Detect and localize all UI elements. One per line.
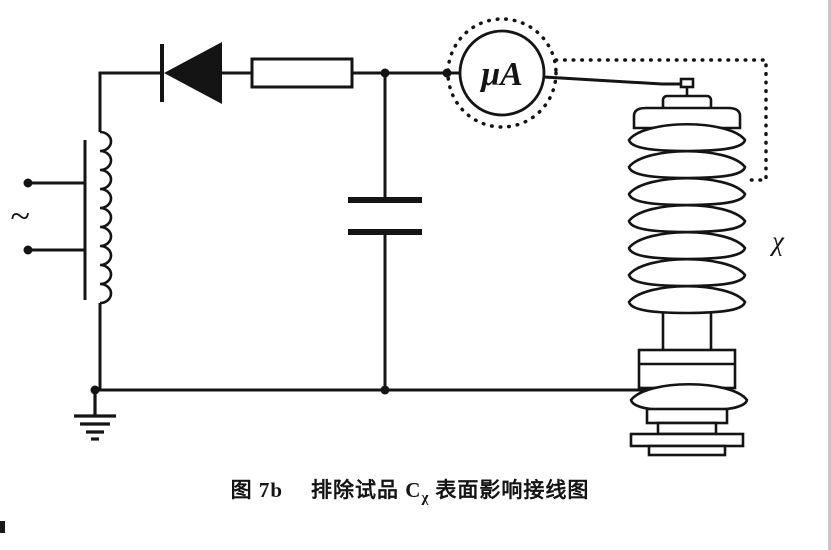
diode-triangle [164,42,222,104]
transformer-symbol [83,130,113,305]
source-terminal-bottom [23,245,33,255]
meter-body [458,29,546,117]
arrester-core-neck [661,308,713,357]
insulator-shed [627,149,747,180]
junction-dot [380,385,390,395]
resistor-symbol [250,57,354,89]
diode-symbol [160,42,222,104]
junction-dot [380,68,390,78]
insulator-shed [627,230,747,261]
wire-secondary-top [98,71,162,132]
arrester-lower-disc [645,407,729,425]
insulator-shed [627,176,747,207]
shield-guard-dotted-lead [554,58,768,182]
figure-number: 图 7b [230,478,284,502]
ac-source-symbol: ~ [10,178,33,255]
arrester-flange-box [637,348,737,390]
arrester-top-pin [679,77,695,89]
arrester-base-plate [647,444,727,457]
ground-symbol [74,390,116,441]
wire-meter-specimen [543,75,681,86]
source-terminal-top [23,178,33,188]
arrester-base-plate [629,432,745,448]
specimen-label: χ [769,226,785,256]
arrester-cap-dome [632,106,742,130]
caption-text: 排除试品 C [311,478,422,502]
meter-shield-ring [446,17,558,129]
insulator-shed [627,284,747,315]
caption-text-suffix: 表面影响接线图 [435,478,590,502]
insulator-shed [627,203,747,234]
transformer-winding-coil [99,130,113,305]
caption-subscript: χ [421,490,430,507]
ac-tilde-label: ~ [10,196,29,236]
test-specimen-arrester [627,77,749,457]
scan-artifact-speck [0,521,5,533]
circuit-wires [28,71,681,392]
insulator-shed [627,257,747,288]
arrester-base-plate [656,421,718,436]
capacitor-symbol [348,197,422,235]
scan-artifact-edge [828,0,831,550]
figure-caption: 图 7b 排除试品 Cχ 表面影响接线图 [0,474,820,507]
microammeter: μA [446,17,558,129]
meter-label: μA [479,56,523,93]
